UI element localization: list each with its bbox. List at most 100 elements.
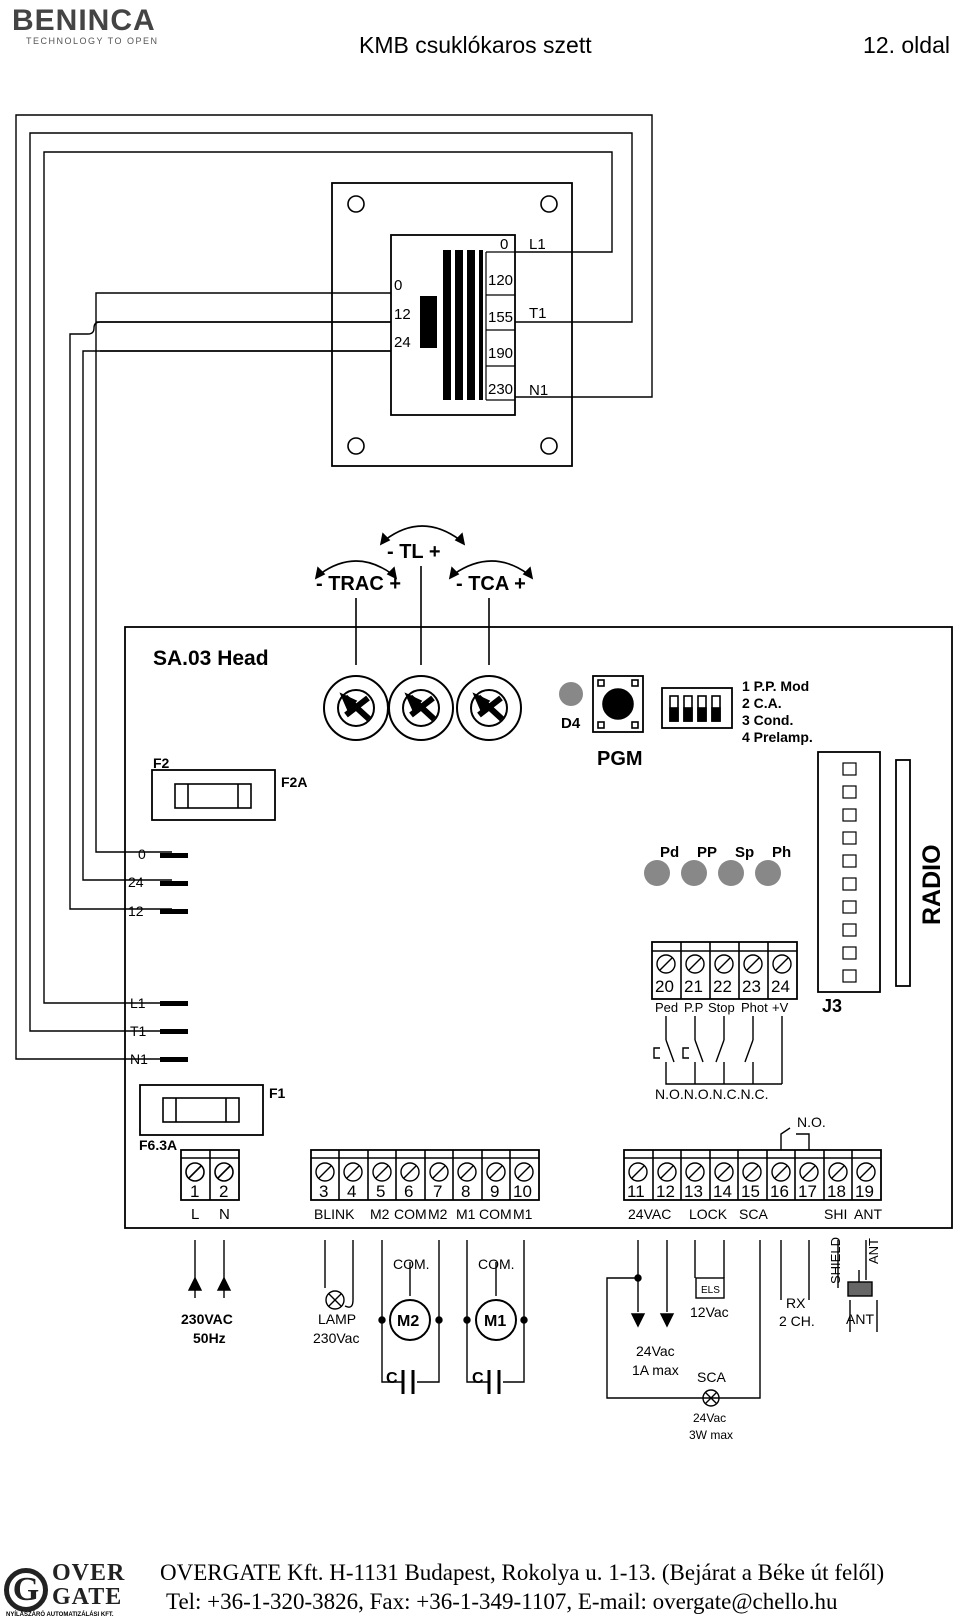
- no-contact-label: N.O.: [797, 1114, 826, 1130]
- terminal-label-m1: M1: [456, 1206, 476, 1222]
- tap-primary-0: 0: [500, 236, 508, 253]
- tap-secondary-12: 12: [394, 306, 411, 323]
- mount-hole: [347, 437, 365, 455]
- terminal-9: 9: [490, 1182, 499, 1201]
- document-title: KMB csuklókaros szett: [359, 32, 592, 58]
- radio-connector-j3: [817, 751, 911, 993]
- trimmer-tca[interactable]: [456, 675, 522, 741]
- antenna-label: ANT: [846, 1311, 874, 1327]
- board-input-t1: T1: [130, 1023, 147, 1039]
- terminal-label-sca: SCA: [739, 1206, 768, 1222]
- motor1-label: M1: [484, 1313, 506, 1330]
- sca-lamp-voltage: 24Vac: [693, 1411, 726, 1425]
- radio-label: RADIO: [918, 844, 946, 925]
- led-d4: [559, 682, 583, 706]
- input-contact-types: N.O.N.O.N.C.N.C.: [655, 1086, 769, 1102]
- terminal-label-m2b: M2: [428, 1206, 448, 1222]
- terminal-19: 19: [855, 1182, 874, 1201]
- tap-secondary-0: 0: [394, 277, 402, 294]
- terminal-5: 5: [376, 1182, 385, 1201]
- board-input-n1: N1: [130, 1051, 148, 1067]
- mount-hole: [540, 195, 558, 213]
- led-pd: [644, 860, 670, 886]
- terminal-label-m1b: M1: [513, 1206, 533, 1222]
- trimmer-tl-label: - TL +: [387, 541, 441, 563]
- motor2-com-label: COM.: [393, 1256, 430, 1272]
- overgate-logo-mark: G: [4, 1568, 48, 1612]
- transformer: 0 12 24 0 120 155 190 230 L1 T1 N1: [331, 182, 573, 467]
- terminal-block-inputs: [651, 941, 798, 1000]
- output-n1: N1: [529, 382, 548, 399]
- fuse-f2: [151, 769, 276, 821]
- lock-label: ELS: [701, 1285, 720, 1296]
- pgm-button[interactable]: [592, 675, 644, 733]
- overgate-logo: G OVER GATE NYÍLÁSZÁRÓ AUTOMATIZÁLÁSI KF…: [4, 1560, 136, 1618]
- terminal-10: 10: [513, 1182, 532, 1201]
- sca-label: SCA: [697, 1369, 726, 1385]
- trimmer-trac[interactable]: [323, 675, 389, 741]
- terminal-2: 2: [219, 1182, 228, 1201]
- shield-label: SHIELD: [828, 1237, 843, 1284]
- led-pp-label: PP: [697, 844, 717, 861]
- board-input-12: 12: [128, 903, 144, 919]
- motor1-com-label: COM.: [478, 1256, 515, 1272]
- dip-switch[interactable]: [661, 687, 733, 729]
- terminal-1: 1: [190, 1182, 199, 1201]
- input-contacts: [653, 1016, 783, 1085]
- terminal-label-n: N: [219, 1206, 230, 1223]
- rx-channels: 2 CH.: [779, 1313, 815, 1329]
- transformer-body: [390, 234, 516, 416]
- fuse-f2-label: F2: [153, 755, 170, 771]
- terminal-label-ant: ANT: [854, 1206, 882, 1222]
- terminal-6: 6: [404, 1182, 413, 1201]
- pgm-button-label: PGM: [597, 748, 643, 770]
- input-label-phot: Phot: [741, 1000, 768, 1015]
- dip-label-4: 4 Prelamp.: [742, 729, 813, 745]
- led-sp-label: Sp: [735, 844, 754, 861]
- footer-address: OVERGATE Kft. H-1131 Budapest, Rokolya u…: [160, 1560, 885, 1585]
- lamp-voltage: 230Vac: [313, 1330, 359, 1346]
- terminal-label-com1: COM: [479, 1206, 512, 1222]
- rx-label: RX: [786, 1295, 806, 1311]
- input-label-stop: Stop: [708, 1000, 735, 1015]
- control-board: [124, 626, 953, 1229]
- trimmer-arrows: [314, 525, 534, 665]
- page-number: 12. oldal: [863, 32, 950, 58]
- input-label-pp: P.P: [684, 1000, 703, 1015]
- fuse-f2-rating: F2A: [281, 774, 307, 790]
- tap-primary-190: 190: [488, 345, 513, 362]
- terminal-23: 23: [742, 977, 761, 996]
- motor1-capacitor-label: C: [472, 1370, 484, 1387]
- mount-hole: [347, 195, 365, 213]
- terminal-17: 17: [798, 1182, 817, 1201]
- output-t1: T1: [529, 305, 547, 322]
- led-ph-label: Ph: [772, 844, 791, 861]
- connector-j3-label: J3: [822, 996, 842, 1016]
- transformer-core: [420, 250, 483, 400]
- tap-primary-120: 120: [488, 272, 513, 289]
- tap-primary-230: 230: [488, 381, 513, 398]
- supply-voltage: 24Vac: [636, 1343, 675, 1359]
- terminal-13: 13: [684, 1182, 703, 1201]
- wiring: [15, 114, 653, 1060]
- led-ph: [755, 860, 781, 886]
- terminal-label-com2: COM: [394, 1206, 427, 1222]
- brand-tagline: TECHNOLOGY TO OPEN: [26, 36, 159, 46]
- ant-vertical-label: ANT: [866, 1238, 881, 1264]
- fuse-f1-rating: F6.3A: [139, 1137, 177, 1153]
- motor2-label: M2: [397, 1313, 419, 1330]
- brand-name: BENINCA: [12, 4, 156, 37]
- lamp-label: LAMP: [318, 1311, 356, 1327]
- lock-voltage: 12Vac: [690, 1304, 729, 1320]
- external-wiring: [187, 1240, 878, 1407]
- terminal-7: 7: [433, 1182, 442, 1201]
- led-d4-label: D4: [561, 715, 581, 732]
- terminal-label-l: L: [191, 1206, 199, 1223]
- terminal-block-accessories: [623, 1149, 882, 1201]
- overgate-logo-word-1: OVER: [52, 1560, 126, 1586]
- trimmer-tl[interactable]: [388, 675, 454, 741]
- mains-label: 230VAC: [181, 1311, 233, 1327]
- terminal-label-m2: M2: [370, 1206, 390, 1222]
- tap-secondary-24: 24: [394, 334, 411, 351]
- terminal-label-24vac: 24VAC: [628, 1206, 671, 1222]
